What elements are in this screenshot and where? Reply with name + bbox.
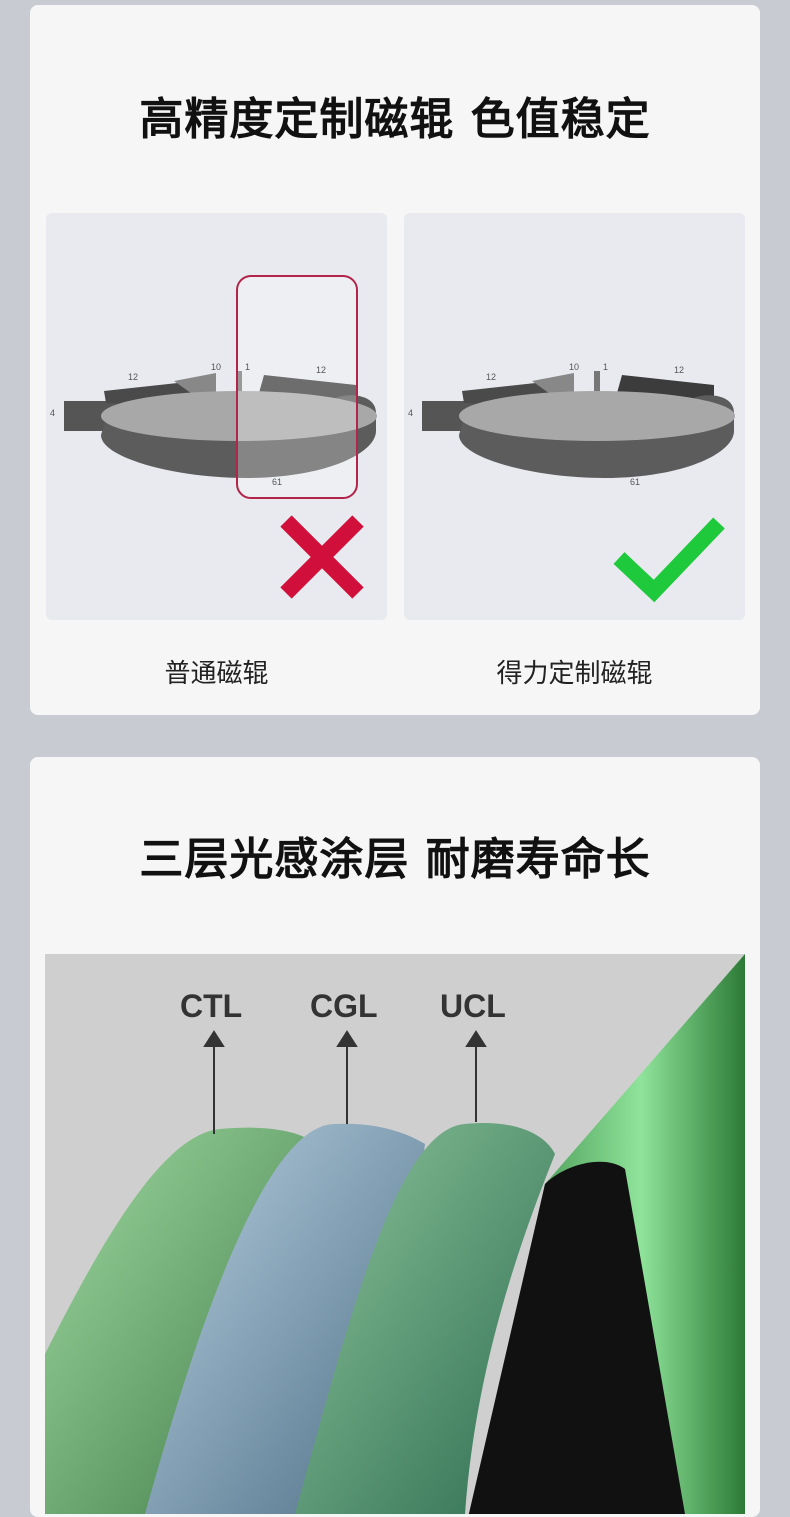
layer-label-ucl: UCL <box>440 988 506 1024</box>
pie-data-label: 10 <box>211 362 221 372</box>
pie-slice-61-top <box>459 391 735 441</box>
pie-print-sample: 12 10 1 12 4 61 <box>50 275 377 599</box>
pie-data-label: 12 <box>316 365 326 375</box>
pie-data-label: 12 <box>674 365 684 375</box>
pie-data-label: 1 <box>245 362 250 372</box>
coating-layers-card: 三层光感涂层 耐磨寿命长 CTL CGL UCL <box>30 757 760 1517</box>
ordinary-roller-label: 普通磁辊 <box>164 659 269 689</box>
pie-data-label: 12 <box>128 372 138 382</box>
pie-slice-61-top <box>101 391 377 441</box>
layer-label-ctl: CTL <box>180 988 243 1024</box>
pie-data-label: 4 <box>50 408 55 418</box>
custom-roller-sample: 12 10 1 12 4 61 <box>404 213 745 620</box>
pie-data-label: 61 <box>630 477 640 487</box>
pie-data-label: 1 <box>603 362 608 372</box>
defect-highlight-box <box>236 275 358 499</box>
pie-slice-1 <box>236 371 242 405</box>
ordinary-roller-sample: 12 10 1 12 4 61 <box>46 213 387 620</box>
pie-data-label: 4 <box>408 408 413 418</box>
section-title: 高精度定制磁辊 色值稳定 <box>139 94 651 145</box>
pie-print-sample: 12 10 1 12 4 61 <box>408 362 735 603</box>
custom-roller-label: 得力定制磁辊 <box>496 659 653 689</box>
pie-data-label: 12 <box>486 372 496 382</box>
pie-slice-1 <box>594 371 600 405</box>
section-title: 三层光感涂层 耐磨寿命长 <box>139 834 651 885</box>
drum-layers-illustration: CTL CGL UCL <box>45 954 745 1514</box>
layer-label-cgl: CGL <box>310 988 378 1024</box>
cross-icon <box>280 515 364 599</box>
check-icon <box>613 517 725 603</box>
layers-diagram <box>45 954 745 1514</box>
pie-data-label: 61 <box>272 477 282 487</box>
pie-data-label: 10 <box>569 362 579 372</box>
